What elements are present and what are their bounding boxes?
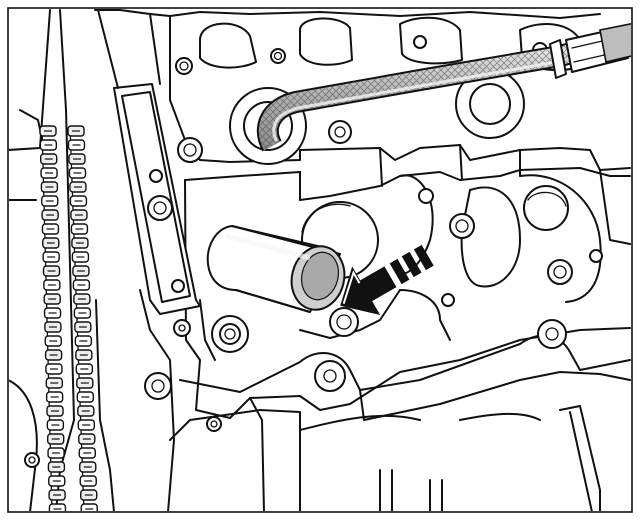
arrow-indicator (340, 244, 434, 315)
cylindrical-tool (206, 201, 379, 313)
braided-hose (229, 22, 631, 165)
cylinder-head-casting (94, 9, 631, 511)
timing-chain (39, 125, 98, 511)
guide-rail (97, 9, 203, 315)
